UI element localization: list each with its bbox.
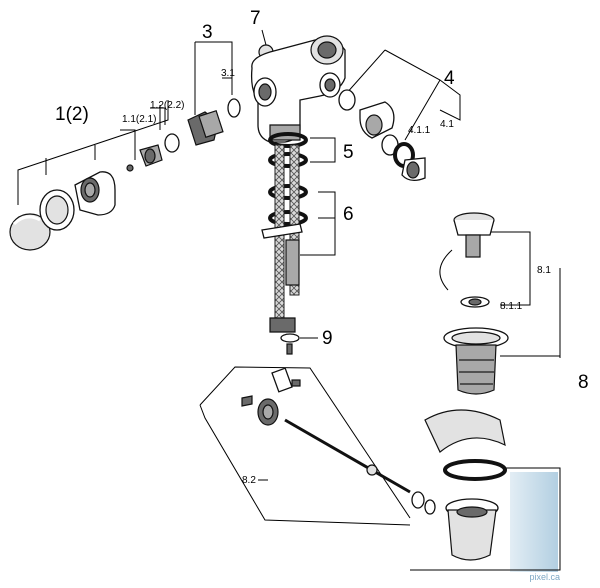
side-connector-assembly xyxy=(338,49,461,182)
part-9 xyxy=(280,333,318,355)
label-1-2: 1.2(2.2) xyxy=(150,100,184,111)
hose-right xyxy=(289,144,300,296)
label-9: 9 xyxy=(322,328,333,349)
clevis xyxy=(271,367,293,393)
label-8: 8 xyxy=(578,372,589,393)
leader-frame-8-2 xyxy=(199,366,411,526)
watermark-logo: pixel.ca xyxy=(510,472,560,582)
drain-gasket xyxy=(424,409,506,453)
label-6: 6 xyxy=(343,204,354,225)
leader-6 xyxy=(300,191,336,256)
leader-5 xyxy=(310,137,336,163)
label-8-1-1: 8.1.1 xyxy=(500,301,523,312)
label-7: 7 xyxy=(250,8,261,29)
labels: 1(2) 1.1(2.1) 1.2(2.2) 3 3.1 7 4 4.1 4.1… xyxy=(55,8,589,486)
leader-4 xyxy=(344,49,461,141)
leader-8 xyxy=(470,268,561,571)
leader-1-2 xyxy=(150,107,166,125)
valve-body-assembly xyxy=(250,29,346,143)
drain-assembly xyxy=(410,212,561,571)
watermark-text: pixel.ca xyxy=(529,572,560,582)
pivot-rod xyxy=(284,418,411,494)
seal-6a xyxy=(268,184,308,200)
handle-assembly xyxy=(9,100,180,251)
drain-lower-body xyxy=(447,509,497,561)
label-1: 1(2) xyxy=(55,104,89,125)
seal-5b xyxy=(268,152,308,168)
clip-plate xyxy=(261,223,303,239)
label-3-1: 3.1 xyxy=(221,68,235,79)
cartridge-assembly xyxy=(187,41,241,146)
label-5: 5 xyxy=(343,142,354,163)
drain-body xyxy=(455,344,497,395)
seal-5a xyxy=(268,132,308,148)
hose-fitting xyxy=(285,239,300,286)
leader-1-1 xyxy=(120,129,136,160)
hose-assembly xyxy=(261,132,336,333)
washer-1-2 xyxy=(164,133,180,153)
leader-3 xyxy=(194,41,233,115)
stopper-stem xyxy=(465,234,481,258)
handle-cap xyxy=(9,213,51,251)
clip xyxy=(241,395,253,407)
seal-6b xyxy=(268,210,308,226)
popup-rod-assembly xyxy=(199,366,436,526)
washer-9 xyxy=(280,333,300,343)
label-4-1-1: 4.1.1 xyxy=(408,125,431,136)
handle-leader-lines xyxy=(17,100,169,205)
label-8-2: 8.2 xyxy=(242,475,256,486)
drain-o-ring xyxy=(443,459,507,481)
o-ring-3-1 xyxy=(227,98,241,118)
label-4: 4 xyxy=(444,68,455,89)
label-3: 3 xyxy=(202,22,213,43)
connector-washer xyxy=(338,89,356,111)
rod-nut xyxy=(424,499,436,515)
rod-washer xyxy=(411,491,425,509)
tiny-screw xyxy=(126,164,134,172)
pivot-ball xyxy=(366,464,378,476)
leader-8-1 xyxy=(485,231,531,306)
label-1-1: 1.1(2.1) xyxy=(122,114,156,125)
label-8-1: 8.1 xyxy=(537,265,551,276)
label-4-1: 4.1 xyxy=(440,119,454,130)
hose-nut xyxy=(269,317,296,333)
